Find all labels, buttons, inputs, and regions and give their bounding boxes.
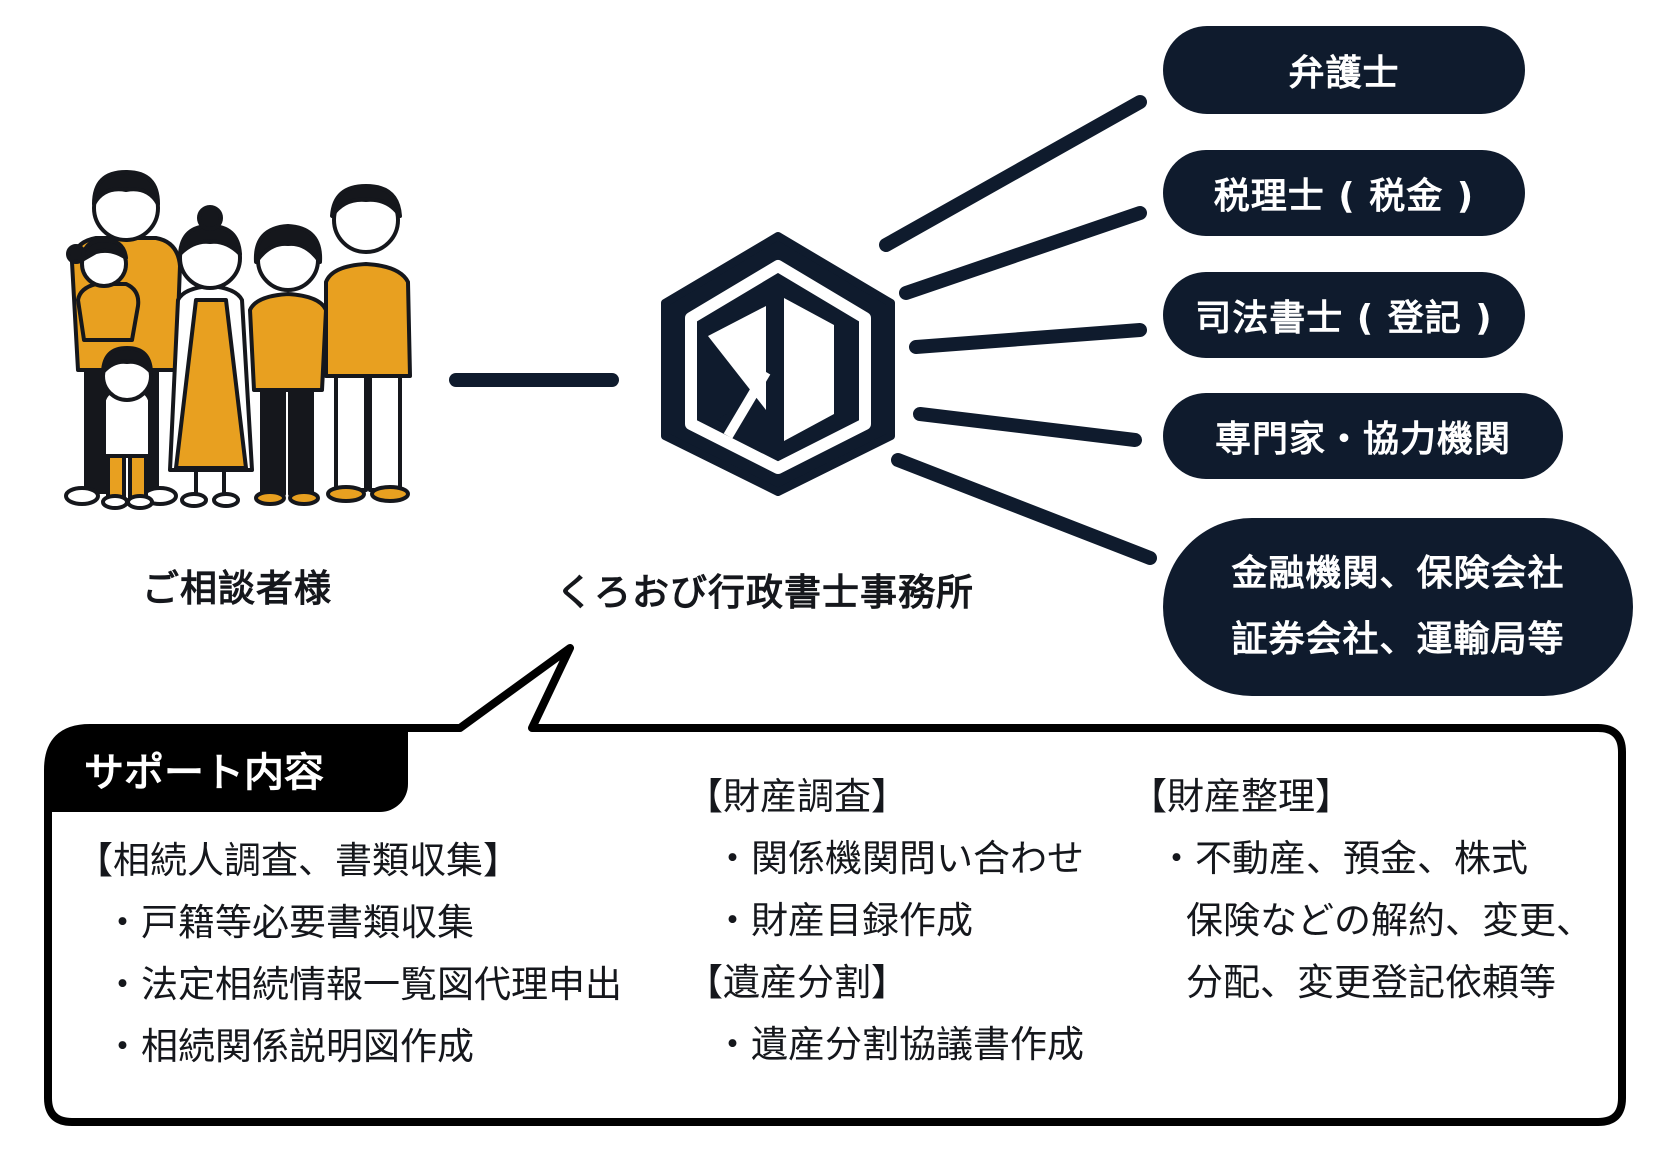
partner-tax-label: 税理士 ( 税金 ) (1213, 176, 1475, 217)
partner-financial: 金融機関、保険会社 証券会社、運輸局等 (1163, 518, 1633, 696)
partner-financial-line1: 金融機関、保険会社 (1231, 553, 1565, 594)
partner-judicial-label: 司法書士 ( 登記 ) (1195, 298, 1493, 339)
grandfather-figure (324, 184, 412, 503)
list-item: ・相続関係説明図作成 (104, 1025, 474, 1068)
office-logo-icon (661, 232, 895, 496)
list-item: ・財産目録作成 (714, 899, 973, 942)
column-heading: 【遺産分割】 (686, 961, 908, 1004)
office-label: くろおび行政書士事務所 (556, 571, 974, 614)
connector-lines (449, 95, 1157, 565)
partner-judicial-scrivener: 司法書士 ( 登記 ) (1163, 272, 1525, 358)
line-office-specialists (913, 407, 1142, 447)
line-office-financial (891, 453, 1157, 565)
list-item: ・戸籍等必要書類収集 (104, 901, 474, 944)
column-heading: 【財産整理】 (1130, 775, 1352, 818)
list-item: ・法定相続情報一覧図代理申出 (104, 963, 622, 1006)
support-column-settlement: 【財産整理】 ・不動産、預金、株式 保険などの解約、変更、 分配、変更登記依頼等 (1130, 766, 1593, 1014)
mother-figure (168, 205, 254, 508)
toddler-figure (66, 238, 141, 342)
column-heading: 【財産調査】 (686, 775, 908, 818)
family-icon (64, 170, 412, 510)
partner-tax-accountant: 税理士 ( 税金 ) (1163, 150, 1525, 236)
partner-specialists-label: 専門家・協力機関 (1214, 419, 1511, 460)
partner-financial-line2: 証券会社、運輸局等 (1231, 619, 1565, 660)
list-item: ・不動産、預金、株式 (1158, 837, 1528, 880)
client-label: ご相談者様 (142, 567, 332, 610)
support-title: サポート内容 (48, 726, 408, 812)
line-office-judicial (909, 323, 1147, 354)
line-office-lawyer (879, 95, 1147, 252)
support-title-label: サポート内容 (84, 750, 324, 796)
list-item-continuation: 分配、変更登記依頼等 (1186, 961, 1556, 1004)
column-heading: 【相続人調査、書類収集】 (76, 839, 520, 882)
partner-lawyer-label: 弁護士 (1288, 53, 1400, 94)
partner-lawyer: 弁護士 (1163, 26, 1525, 114)
boy-figure (101, 346, 154, 510)
list-item-continuation: 保険などの解約、変更、 (1186, 899, 1593, 942)
partner-specialists: 専門家・協力機関 (1163, 393, 1563, 479)
list-item: ・関係機関問い合わせ (714, 837, 1084, 880)
list-item: ・遺産分割協議書作成 (714, 1023, 1084, 1066)
line-office-tax (899, 206, 1147, 300)
grandmother-figure (248, 224, 328, 506)
support-column-heirs: 【相続人調査、書類収集】 ・戸籍等必要書類収集 ・法定相続情報一覧図代理申出 ・… (76, 830, 622, 1078)
support-column-assets: 【財産調査】 ・関係機関問い合わせ ・財産目録作成 【遺産分割】 ・遺産分割協議… (686, 766, 1084, 1076)
